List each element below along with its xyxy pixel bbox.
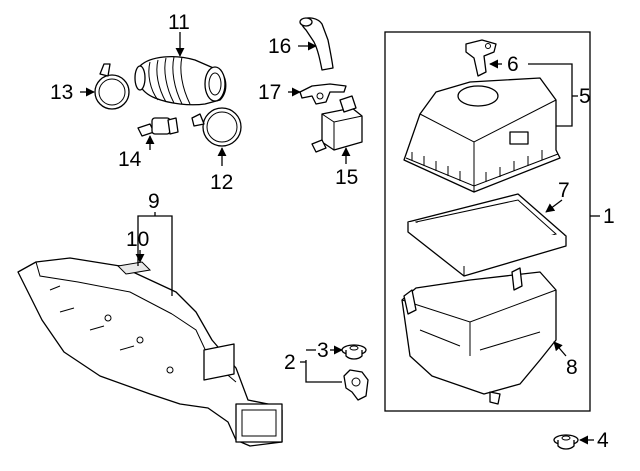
callout-13[interactable]: 13 xyxy=(50,81,73,104)
part-2-bracket[interactable] xyxy=(343,369,369,401)
callout-3[interactable]: 3 xyxy=(317,339,329,362)
callout-4[interactable]: 4 xyxy=(597,429,609,452)
part-4-grommet[interactable] xyxy=(553,434,579,450)
part-13-hose-clamp[interactable] xyxy=(94,63,130,110)
leader-lines xyxy=(80,32,600,445)
callout-5[interactable]: 5 xyxy=(579,85,591,108)
part-7-filter-element[interactable] xyxy=(407,193,567,277)
callout-2[interactable]: 2 xyxy=(284,351,296,374)
part-3-grommet[interactable] xyxy=(341,344,367,360)
part-8-cleaner-case[interactable] xyxy=(401,267,557,405)
callout-8[interactable]: 8 xyxy=(566,356,578,379)
part-16-hose[interactable] xyxy=(299,17,334,71)
part-12-hose-clamp[interactable] xyxy=(191,107,242,147)
callout-numbers: 1 2 3 4 5 6 7 8 9 10 11 12 13 14 15 16 1… xyxy=(50,11,615,452)
part-15-resonator[interactable] xyxy=(311,95,363,153)
callout-14[interactable]: 14 xyxy=(118,148,142,171)
callout-1[interactable]: 1 xyxy=(603,205,615,228)
callout-9[interactable]: 9 xyxy=(148,190,160,213)
part-14-sensor[interactable] xyxy=(137,117,179,137)
part-11-intake-hose[interactable] xyxy=(134,55,227,106)
part-5-cleaner-cover[interactable] xyxy=(403,77,561,193)
callout-10[interactable]: 10 xyxy=(126,228,149,251)
callout-16[interactable]: 16 xyxy=(268,35,291,58)
part-6-sensor[interactable] xyxy=(465,39,497,77)
assembly-box xyxy=(384,31,591,412)
callout-17[interactable]: 17 xyxy=(258,81,281,104)
callout-12[interactable]: 12 xyxy=(210,171,233,194)
callout-15[interactable]: 15 xyxy=(335,166,358,189)
part-9-intake-duct[interactable] xyxy=(17,257,283,447)
part-10-label[interactable] xyxy=(116,261,152,275)
callout-11[interactable]: 11 xyxy=(168,11,190,34)
callout-7[interactable]: 7 xyxy=(558,179,570,202)
part-17-bracket[interactable] xyxy=(299,83,347,105)
callout-6[interactable]: 6 xyxy=(507,53,519,76)
